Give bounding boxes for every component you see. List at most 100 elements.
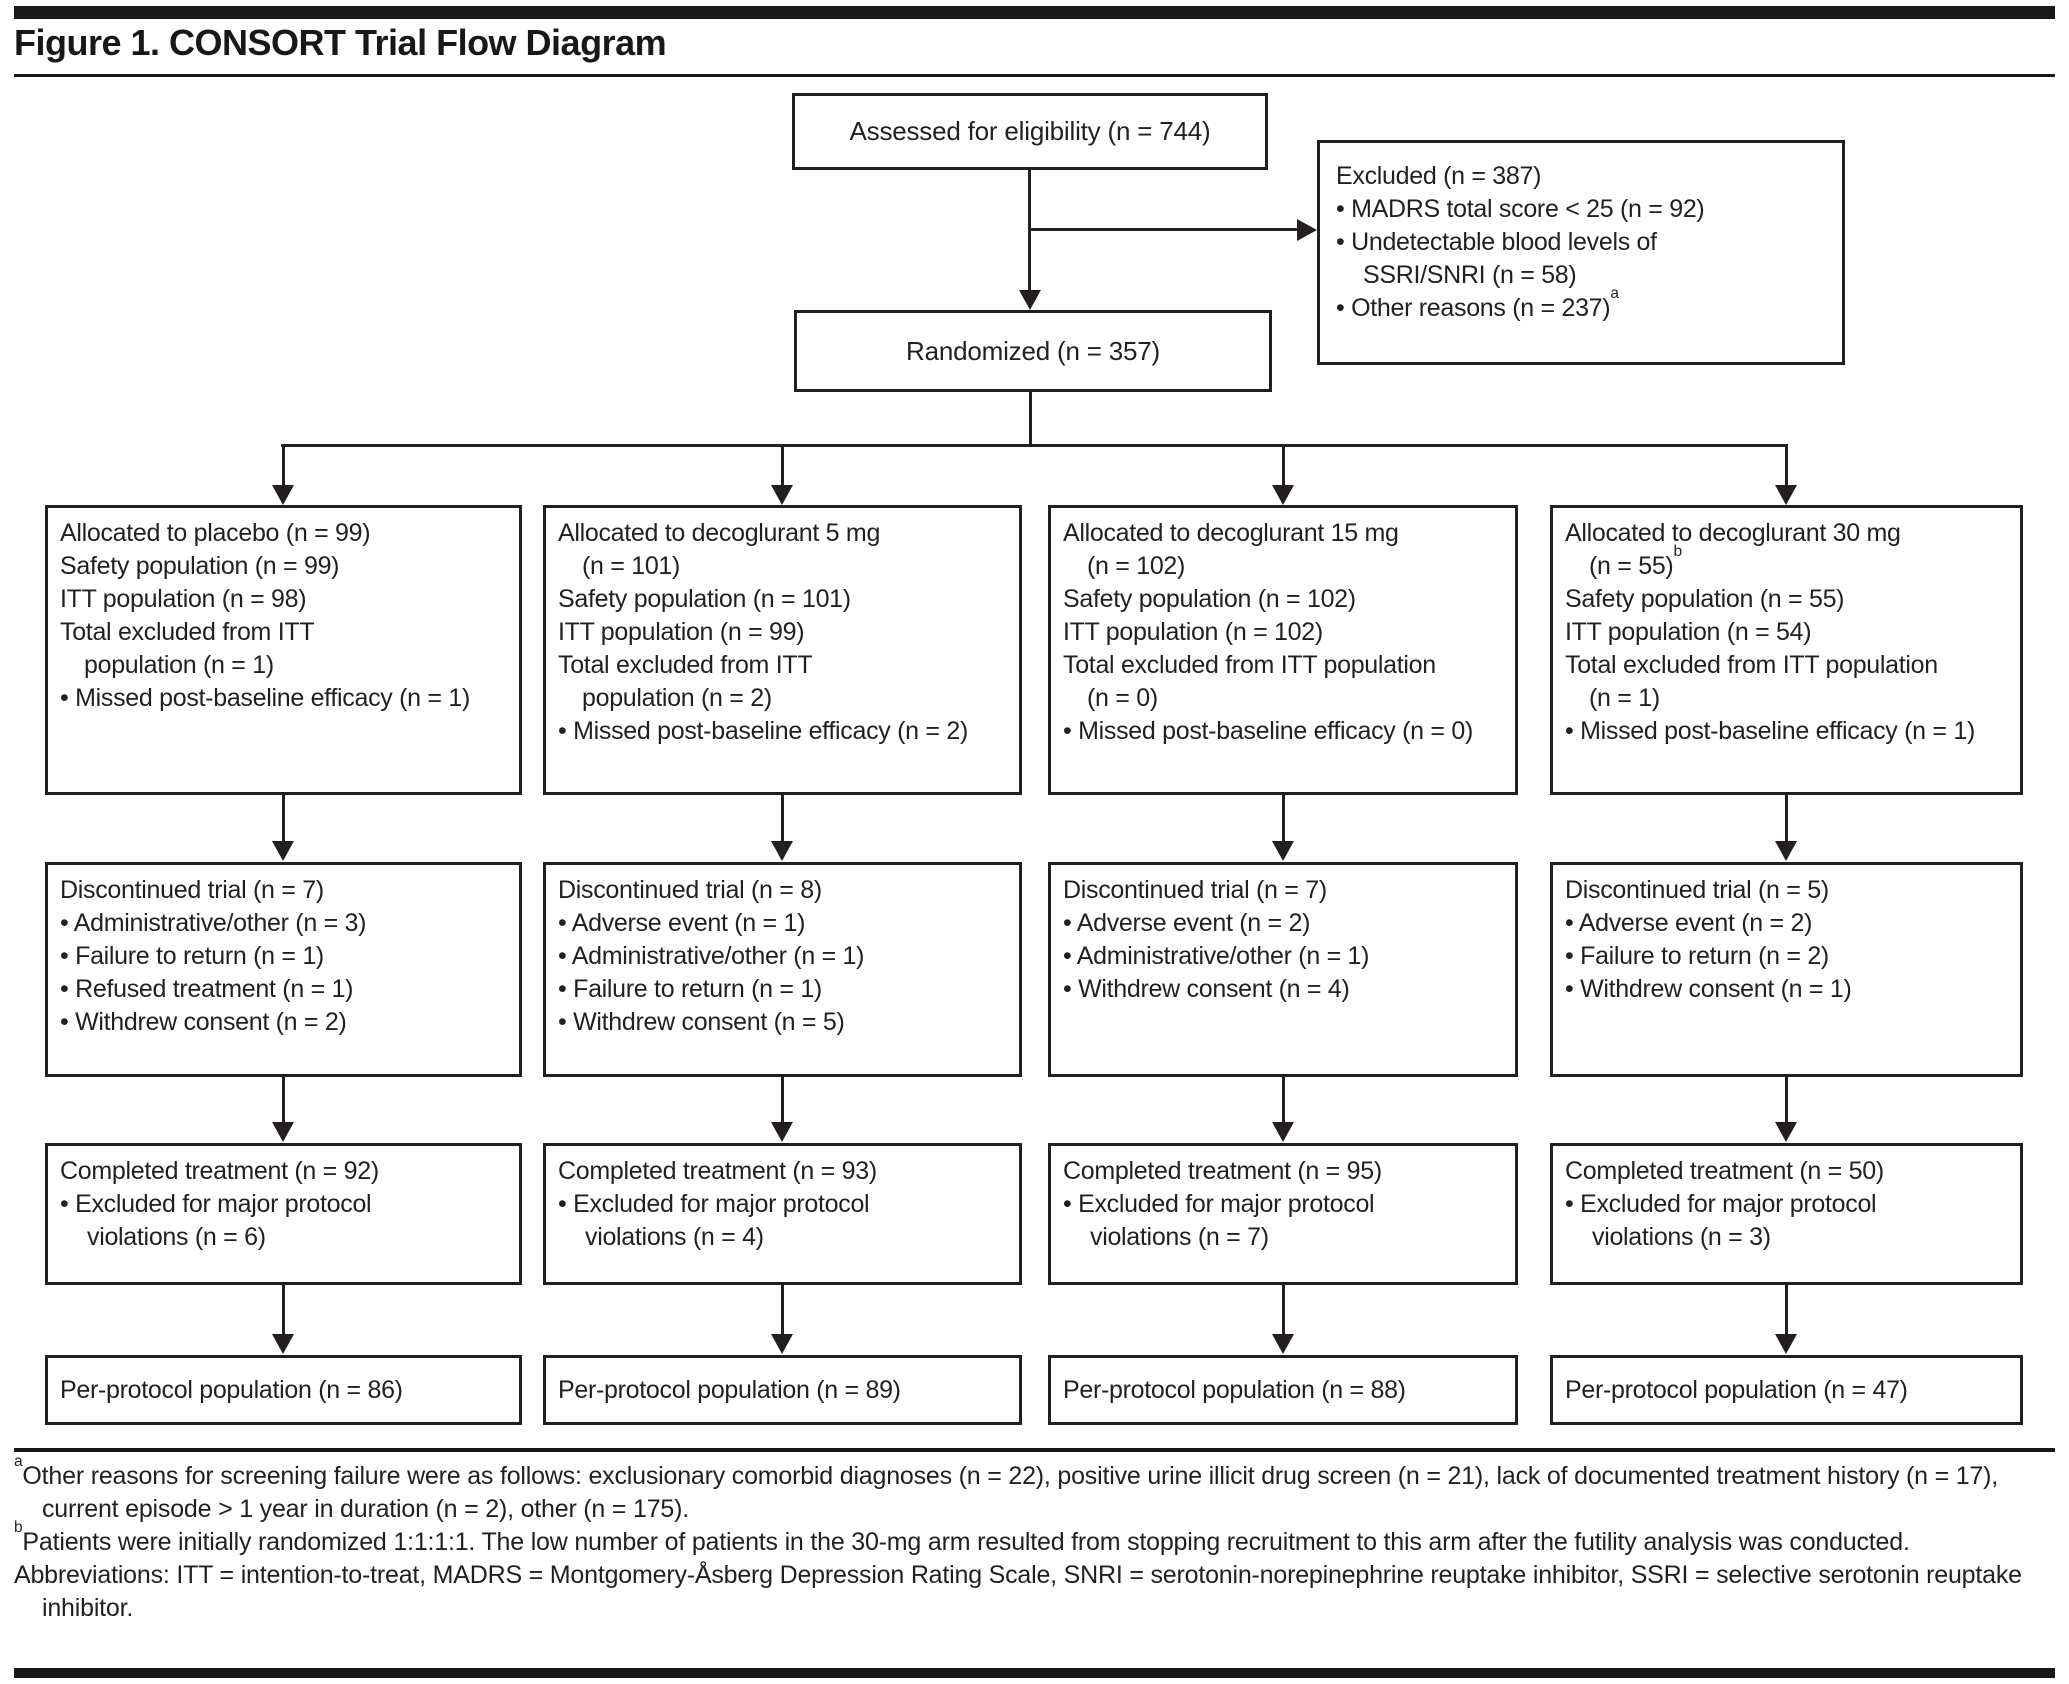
- box-line: Allocated to decoglurant 5 mg: [558, 519, 881, 547]
- box-line: • Missed post-baseline efficacy (n = 2): [558, 717, 968, 745]
- per-protocol-label: Per-protocol population (n = 88): [1063, 1375, 1406, 1404]
- divider-bottom-bar: [14, 1668, 2055, 1678]
- arrow-down-icon: [272, 1334, 294, 1354]
- box-line: (n = 101): [582, 552, 681, 580]
- connector-line: [1785, 795, 1788, 843]
- connector-line: [1785, 444, 1788, 487]
- box-line: (n = 0): [1087, 684, 1158, 712]
- box-line: (n = 102): [1087, 552, 1186, 580]
- box-line: Safety population (n = 99): [60, 552, 340, 580]
- box-line: Completed treatment (n = 50): [1565, 1157, 1884, 1185]
- box-line: • Failure to return (n = 2): [1565, 942, 1829, 970]
- box-line: Total excluded from ITT population: [1565, 651, 1938, 679]
- box-line: Allocated to placebo (n = 99): [60, 519, 371, 547]
- box-line: Safety population (n = 55): [1565, 585, 1845, 613]
- box-line: violations (n = 4): [585, 1223, 764, 1251]
- connector-line: [1282, 795, 1285, 843]
- box-line: Total excluded from ITT: [60, 618, 315, 646]
- box-line: • Administrative/other (n = 3): [60, 909, 367, 937]
- box-line: Completed treatment (n = 95): [1063, 1157, 1382, 1185]
- completed-box-5mg: Completed treatment (n = 93) • Excluded f…: [543, 1143, 1022, 1285]
- connector-line: [282, 795, 285, 843]
- box-line: • Missed post-baseline efficacy (n = 0): [1063, 717, 1473, 745]
- per-protocol-label: Per-protocol population (n = 86): [60, 1375, 403, 1404]
- per-protocol-box-placebo: Per-protocol population (n = 86): [45, 1355, 522, 1425]
- arrow-down-icon: [771, 1334, 793, 1354]
- footnote-b-marker: b: [14, 1519, 23, 1537]
- arrow-down-icon: [1775, 841, 1797, 861]
- discontinued-box-placebo: Discontinued trial (n = 7)• Administrati…: [45, 862, 522, 1077]
- box-line: population (n = 1): [84, 651, 274, 679]
- box-line: violations (n = 3): [1592, 1223, 1771, 1251]
- connector-line: [1282, 444, 1285, 487]
- per-protocol-label: Per-protocol population (n = 47): [1565, 1375, 1908, 1404]
- footnote-b: bPatients were initially randomized 1:1:…: [14, 1520, 2055, 1559]
- box-line: Completed treatment (n = 93): [558, 1157, 877, 1185]
- arrow-down-icon: [1272, 1122, 1294, 1142]
- arrow-down-icon: [1272, 1334, 1294, 1354]
- arrow-down-icon: [1272, 841, 1294, 861]
- per-protocol-box-15mg: Per-protocol population (n = 88): [1048, 1355, 1518, 1425]
- discontinued-box-5mg: Discontinued trial (n = 8) • Adverse even…: [543, 862, 1022, 1077]
- connector-line: [781, 444, 784, 487]
- connector-line: [1028, 228, 1299, 231]
- box-line: • Excluded for major protocol: [558, 1190, 870, 1218]
- box-line: • Adverse event (n = 2): [1063, 909, 1311, 937]
- box-line: ITT population (n = 99): [558, 618, 805, 646]
- box-line: Allocated to decoglurant 15 mg: [1063, 519, 1399, 547]
- excluded-box: Excluded (n = 387)• MADRS total score < …: [1317, 140, 1845, 365]
- box-line: • Missed post-baseline efficacy (n = 1): [60, 684, 470, 712]
- box-line: Discontinued trial (n = 8): [558, 876, 822, 904]
- divider-top-bar: [14, 6, 2055, 19]
- box-line: • Failure to return (n = 1): [558, 975, 822, 1003]
- arrow-right-icon: [1297, 219, 1317, 241]
- connector-line: [282, 1285, 285, 1336]
- connector-line: [1028, 170, 1031, 292]
- box-line: SSRI/SNRI (n = 58): [1363, 261, 1577, 289]
- per-protocol-box-5mg: Per-protocol population (n = 89): [543, 1355, 1022, 1425]
- box-line: (n = 55)b: [1589, 543, 1682, 580]
- box-line: population (n = 2): [582, 684, 772, 712]
- arrow-down-icon: [272, 841, 294, 861]
- arrow-down-icon: [1272, 485, 1294, 505]
- box-line: • Excluded for major protocol: [60, 1190, 372, 1218]
- box-line: violations (n = 6): [87, 1223, 266, 1251]
- box-line: Discontinued trial (n = 7): [1063, 876, 1327, 904]
- box-line: • Administrative/other (n = 1): [1063, 942, 1370, 970]
- connector-line: [1785, 1285, 1788, 1336]
- arrow-down-icon: [1775, 1122, 1797, 1142]
- box-line: Safety population (n = 101): [558, 585, 851, 613]
- connector-line: [1282, 1077, 1285, 1124]
- completed-box-15mg: Completed treatment (n = 95) • Excluded f…: [1048, 1143, 1518, 1285]
- box-line: • Missed post-baseline efficacy (n = 1): [1565, 717, 1975, 745]
- divider-footnote-rule: [14, 1448, 2055, 1452]
- arrow-down-icon: [1775, 485, 1797, 505]
- per-protocol-label: Per-protocol population (n = 89): [558, 1375, 901, 1404]
- allocated-box-placebo: Allocated to placebo (n = 99) Safety popu…: [45, 505, 522, 795]
- allocated-box-15mg: Allocated to decoglurant 15 mg(n = 102)S…: [1048, 505, 1518, 795]
- connector-line: [781, 795, 784, 843]
- connector-line: [781, 1077, 784, 1124]
- connector-line: [1029, 392, 1032, 447]
- box-line: • Failure to return (n = 1): [60, 942, 324, 970]
- arrow-down-icon: [1019, 290, 1041, 310]
- abbreviations-text: Abbreviations: ITT = intention-to-treat,…: [14, 1561, 2022, 1622]
- footnote-a: aOther reasons for screening failure wer…: [14, 1454, 2055, 1526]
- connector-line: [1282, 1285, 1285, 1336]
- box-line: • Excluded for major protocol: [1063, 1190, 1375, 1218]
- arrow-down-icon: [771, 841, 793, 861]
- assessed-box: Assessed for eligibility (n = 744): [792, 93, 1268, 170]
- box-line: • Withdrew consent (n = 5): [558, 1008, 845, 1036]
- box-line: • MADRS total score < 25 (n = 92): [1336, 195, 1705, 223]
- connector-line: [781, 1285, 784, 1336]
- box-line: Completed treatment (n = 92): [60, 1157, 379, 1185]
- completed-box-placebo: Completed treatment (n = 92) • Excluded f…: [45, 1143, 522, 1285]
- box-line: • Withdrew consent (n = 1): [1565, 975, 1852, 1003]
- divider-title-rule: [14, 74, 2055, 77]
- box-line: • Adverse event (n = 1): [558, 909, 806, 937]
- box-line: Total excluded from ITT: [558, 651, 813, 679]
- arrow-down-icon: [272, 485, 294, 505]
- randomized-label: Randomized (n = 357): [906, 335, 1160, 366]
